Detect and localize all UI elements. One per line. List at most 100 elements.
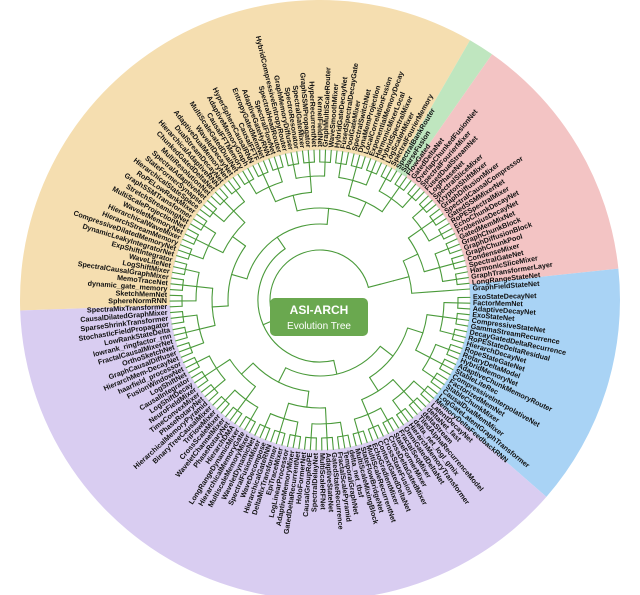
- tree-branch: [413, 380, 425, 391]
- tree-branch: [249, 421, 256, 434]
- tree-branch: [420, 220, 434, 230]
- tree-branch: [452, 260, 466, 265]
- tree-branch: [350, 153, 355, 167]
- tree-branch: [268, 158, 274, 171]
- tree-branch: [284, 153, 289, 167]
- tree-branch: [418, 195, 429, 205]
- tree-branch: [333, 359, 338, 375]
- tree-branch: [199, 209, 211, 218]
- tree-branch: [339, 421, 344, 437]
- tree-branch: [362, 430, 368, 443]
- tree-branch: [412, 401, 422, 412]
- tree-branch: [353, 418, 359, 434]
- leaf-label: SpectraMixTransformer: [87, 302, 168, 315]
- tree-branch: [361, 399, 369, 415]
- tree-branch: [403, 390, 414, 403]
- leaf-label: AdaptiveStateNet: [324, 453, 336, 513]
- tree-branch: [443, 233, 456, 240]
- tree-branch: [171, 277, 185, 281]
- tree-branch: [453, 333, 466, 338]
- tree-branch: [447, 243, 460, 250]
- tree-branch: [309, 175, 313, 193]
- tree-branch: [292, 435, 296, 449]
- tree-branch: [453, 265, 467, 270]
- tree-branch: [398, 176, 407, 188]
- tree-branch: [277, 367, 287, 383]
- leaf-label: CausalGroupRoPE: [301, 452, 314, 517]
- tree-branch: [208, 392, 219, 402]
- tree-branch: [286, 434, 291, 447]
- tree-branch: [194, 375, 206, 384]
- tree-branch: [438, 223, 450, 231]
- tree-branch: [400, 411, 409, 422]
- tree-branch: [367, 283, 381, 288]
- tree-branch: [259, 425, 266, 439]
- tree-branch: [375, 162, 382, 175]
- tree-branch: [231, 273, 248, 280]
- tree-branch: [244, 418, 252, 431]
- tree-branch: [380, 165, 388, 177]
- tree-branch: [415, 191, 425, 202]
- tree-branch: [432, 213, 444, 222]
- tree-branch: [178, 347, 192, 353]
- tree-branch: [428, 233, 442, 242]
- tree-branch: [369, 376, 379, 392]
- tree-branch: [235, 190, 245, 203]
- tree-branch: [377, 424, 384, 437]
- tree-branch: [434, 248, 449, 255]
- tree-branch: [382, 422, 389, 435]
- tree-branch: [440, 228, 453, 235]
- tree-branch: [435, 343, 450, 351]
- tree-branch: [198, 324, 216, 330]
- tree-branch: [337, 436, 340, 450]
- tree-branch: [262, 160, 269, 173]
- tree-branch: [170, 316, 184, 319]
- tree-branch: [370, 160, 377, 173]
- sector-green: [395, 40, 493, 178]
- tree-branch: [355, 154, 361, 168]
- tree-branch: [212, 396, 223, 406]
- tree-branch: [219, 187, 229, 198]
- tree-branch: [392, 276, 410, 282]
- tree-branch: [306, 390, 310, 408]
- tree-branch: [385, 167, 393, 180]
- tree-branch: [340, 151, 344, 165]
- tree-branch: [196, 355, 210, 363]
- tree-branch: [183, 356, 196, 364]
- tree-branch: [446, 353, 459, 360]
- tree-branch: [456, 282, 470, 286]
- tree-branch: [389, 170, 398, 182]
- tree-branch: [411, 187, 421, 198]
- tree-branch: [203, 225, 217, 234]
- tree-branch: [378, 178, 387, 192]
- tree-branch: [407, 228, 423, 239]
- tree-branch: [185, 328, 201, 334]
- tree-branch: [172, 271, 185, 276]
- tree-branch: [169, 288, 183, 291]
- tree-branch: [396, 414, 404, 426]
- tree-branch: [257, 162, 264, 175]
- tree-branch: [381, 198, 392, 213]
- tree-branch: [239, 416, 247, 428]
- tree-branch: [301, 150, 305, 164]
- tree-branch: [208, 245, 224, 254]
- tree-branch: [394, 173, 403, 185]
- tree-branch: [402, 253, 419, 262]
- tree-branch: [234, 413, 243, 425]
- tree-branch: [304, 436, 307, 450]
- tree-branch: [190, 223, 202, 231]
- tree-branch: [451, 338, 465, 344]
- tree-branch: [228, 180, 237, 192]
- tree-branch: [214, 191, 225, 202]
- tree-branch: [184, 233, 197, 240]
- tree-branch: [429, 356, 443, 365]
- tree-branch: [223, 200, 235, 212]
- tree-branch: [407, 183, 417, 195]
- leaf-label: GraphMultiScaleRouter: [321, 67, 333, 147]
- tree-branch: [324, 407, 327, 425]
- tree-branch: [254, 423, 261, 436]
- tree-branch: [420, 393, 431, 403]
- tree-branch: [387, 419, 395, 432]
- tree-branch: [264, 428, 271, 441]
